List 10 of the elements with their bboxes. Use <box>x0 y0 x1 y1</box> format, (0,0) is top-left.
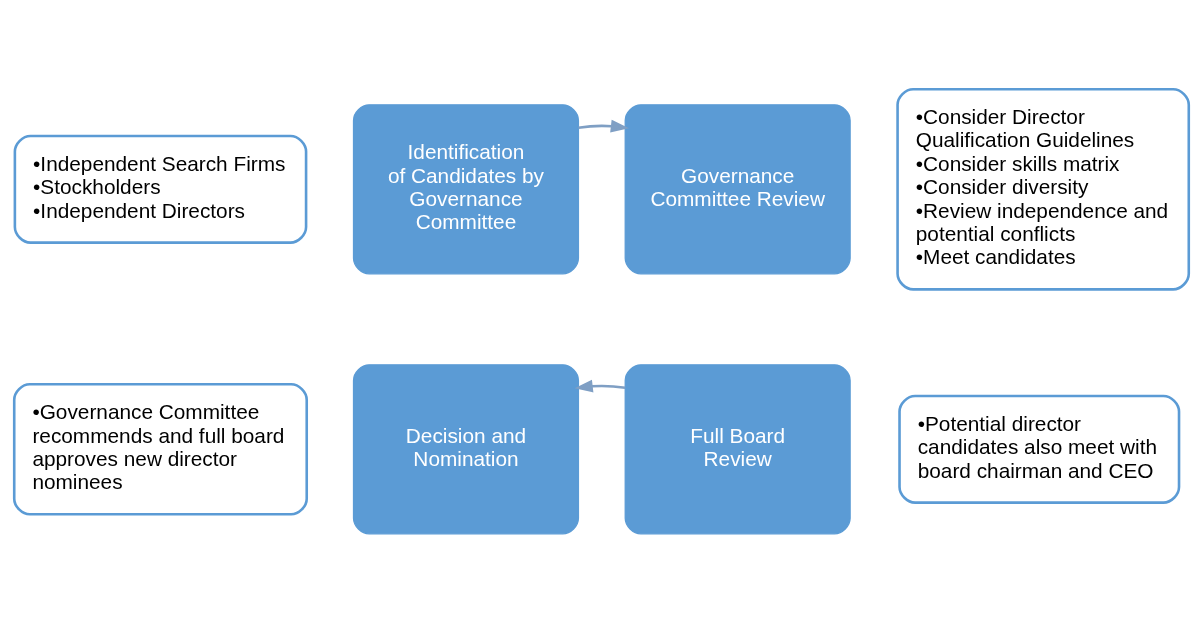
node-box: •Potential director candidates also meet with board chairman and CEO <box>898 394 1181 504</box>
node-box: •Independent Search Firms •Stockholders •Independent Directors <box>13 134 308 244</box>
node-box: Governance Committee Review <box>624 104 851 275</box>
node-box: Full Board Review <box>624 364 851 535</box>
node-box: Identification of Candidates by Governance Committee <box>352 104 580 275</box>
node-box: •Consider Director Qualification Guidelines •Consider skills matrix •Consider diversity •Review independence and potential conflicts •Meet candidates <box>896 87 1191 291</box>
arrow <box>574 379 626 393</box>
node-box: •Governance Committee recommends and full board approves new director nominees <box>12 383 309 516</box>
node-box: Decision and Nomination <box>352 364 580 535</box>
arrow <box>578 119 630 133</box>
